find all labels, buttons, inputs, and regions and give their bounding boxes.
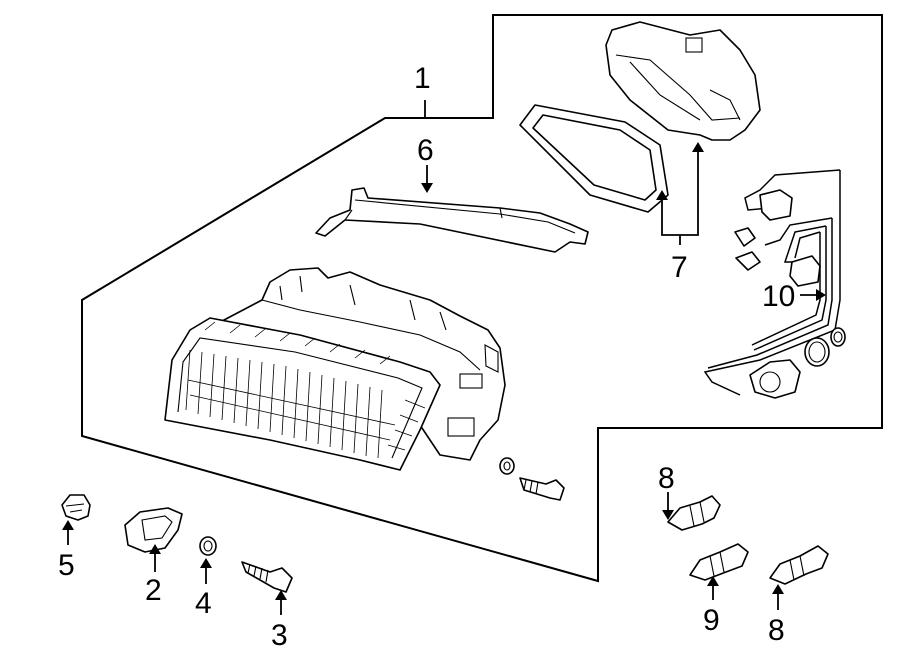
callout-3: 3 — [271, 619, 288, 652]
upper-bracket-part-6[interactable] — [315, 187, 589, 253]
bulb-part-8-upper[interactable] — [667, 495, 721, 531]
assembly-outline — [81, 14, 883, 583]
leader-lines — [62, 100, 826, 615]
washer-part-4[interactable] — [199, 536, 217, 556]
adjuster-screw-assembly[interactable] — [499, 457, 565, 501]
callout-8-lower: 8 — [768, 614, 785, 647]
rear-cover-part-7[interactable] — [605, 21, 761, 141]
callout-6: 6 — [417, 134, 434, 167]
screw-part-3[interactable] — [241, 561, 293, 593]
callout-2: 2 — [145, 574, 162, 607]
callout-8-upper: 8 — [658, 462, 675, 495]
bulb-part-8-lower[interactable] — [769, 545, 829, 585]
callout-9: 9 — [703, 604, 720, 637]
callout-1: 1 — [414, 62, 431, 95]
headlamp-housing[interactable] — [164, 267, 506, 471]
callout-4: 4 — [195, 587, 212, 620]
clip-part-5[interactable] — [61, 494, 91, 521]
callout-7: 7 — [671, 251, 688, 284]
bulb-part-9[interactable] — [689, 543, 749, 581]
callout-5: 5 — [58, 549, 75, 582]
gasket-part-7[interactable] — [519, 104, 669, 213]
bracket-part-2[interactable] — [124, 507, 183, 553]
wiring-harness-part-10[interactable] — [703, 169, 846, 399]
callout-10: 10 — [762, 280, 795, 313]
